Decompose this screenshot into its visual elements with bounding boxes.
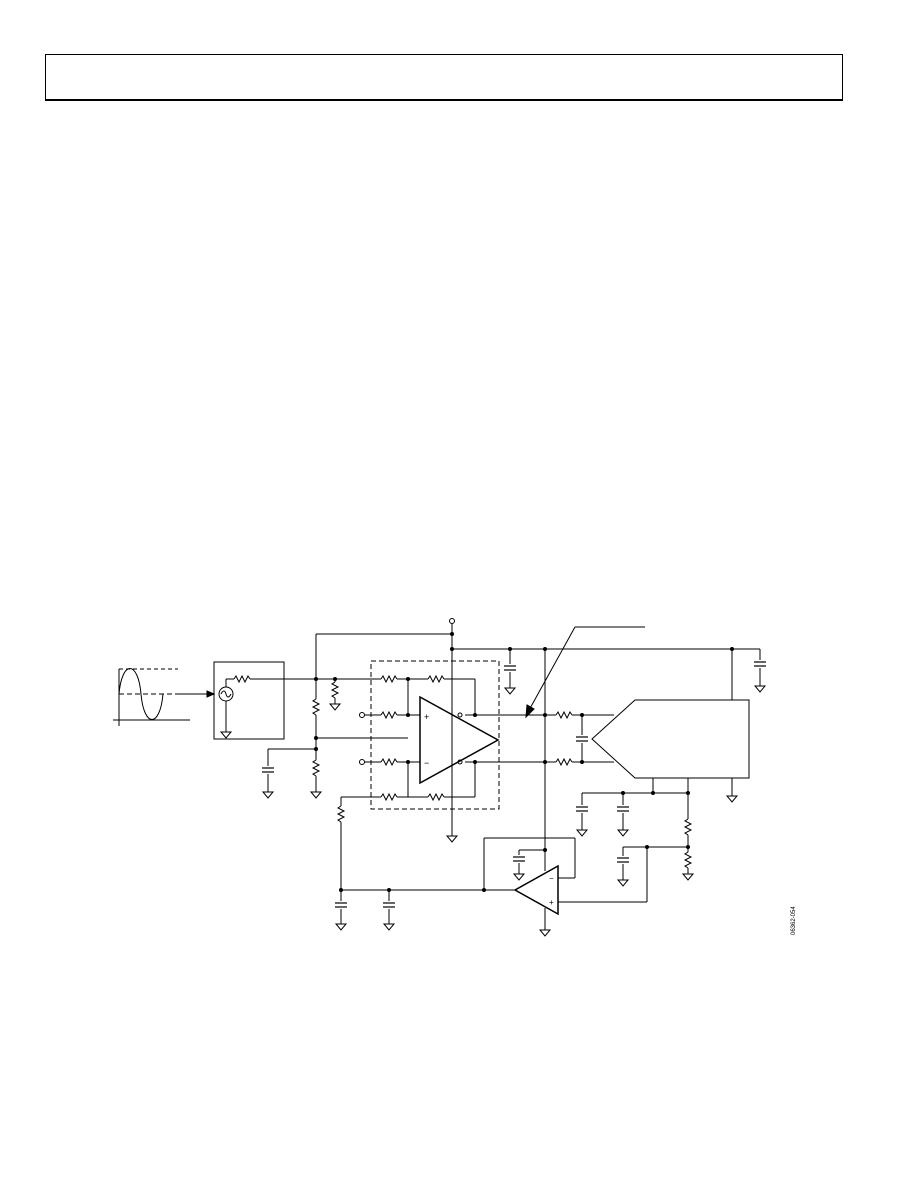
adc-block xyxy=(591,699,750,779)
buffer-minus-sign: − xyxy=(549,874,554,883)
amplifier-dashed-boundary xyxy=(370,660,500,810)
sine-wave-icon xyxy=(113,668,190,726)
buffer-plus-sign: + xyxy=(549,898,554,907)
figure-id-label: 06362-054 xyxy=(791,906,797,935)
differential-amplifier xyxy=(419,695,500,785)
junction-dots xyxy=(314,632,734,892)
buffer-amplifier xyxy=(513,864,559,916)
opamp-plus-sign: + xyxy=(424,712,429,722)
signal-generator-box xyxy=(213,661,285,740)
opamp-minus-sign: − xyxy=(424,758,429,768)
page-header-box xyxy=(45,54,843,101)
